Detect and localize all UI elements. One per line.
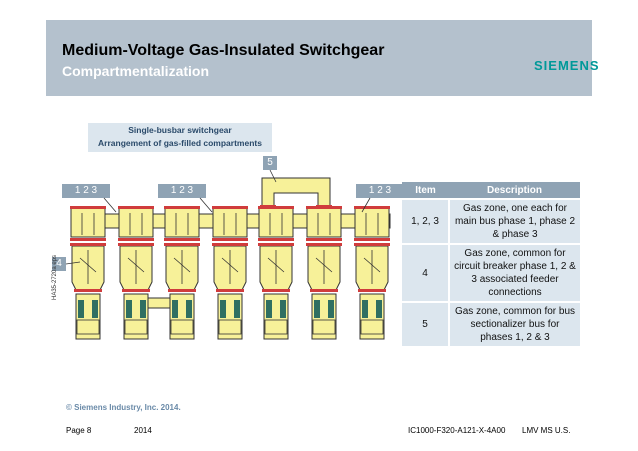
division-label: LMV MS U.S.	[522, 426, 571, 435]
row-item: 1, 2, 3	[402, 198, 450, 244]
page-number: Page 8	[66, 426, 92, 435]
table-row: 4 Gas zone, common for circuit breaker p…	[402, 243, 580, 302]
panel-4	[211, 205, 249, 340]
page-title: Medium-Voltage Gas-Insulated Switchgear	[62, 42, 385, 59]
header-banner: Medium-Voltage Gas-Insulated Switchgear …	[46, 20, 599, 96]
panel-6	[305, 205, 343, 340]
description-table: Item Description 1, 2, 3 Gas zone, one e…	[402, 182, 580, 346]
label-breaker-zone: 4	[52, 257, 66, 271]
panel-5	[257, 205, 295, 340]
page-subtitle: Compartmentalization	[62, 63, 210, 79]
header-description: Description	[449, 182, 580, 199]
label-sectionalizer: 5	[263, 156, 277, 170]
label-busbar-3: 1 2 3	[356, 184, 404, 198]
row-description: Gas zone, common for bus sectionalizer b…	[449, 301, 580, 346]
panel-7	[353, 205, 391, 340]
row-item: 4	[402, 243, 450, 302]
row-description: Gas zone, one each for main bus phase 1,…	[449, 198, 580, 244]
copyright-notice: © Siemens Industry, Inc. 2014.	[66, 403, 181, 412]
diagram-caption: Single-busbar switchgear Arrangement of …	[88, 123, 272, 152]
panel-2	[117, 205, 155, 340]
panel-1	[69, 205, 107, 340]
footer-year: 2014	[134, 426, 152, 435]
caption-line-2: Arrangement of gas-filled compartments	[98, 138, 262, 148]
document-code: IC1000-F320-A121-X-4A00	[408, 426, 506, 435]
table-row: 5 Gas zone, common for bus sectionalizer…	[402, 301, 580, 346]
row-item: 5	[402, 301, 450, 346]
caption-line-1: Single-busbar switchgear	[128, 125, 232, 135]
label-busbar-1: 1 2 3	[62, 184, 110, 198]
label-busbar-2: 1 2 3	[158, 184, 206, 198]
panel-3	[163, 205, 201, 340]
table-row: 1, 2, 3 Gas zone, one each for main bus …	[402, 198, 580, 244]
siemens-logo: SIEMENS	[534, 58, 600, 73]
row-description: Gas zone, common for circuit breaker pha…	[449, 243, 580, 302]
header-item: Item	[402, 182, 449, 199]
